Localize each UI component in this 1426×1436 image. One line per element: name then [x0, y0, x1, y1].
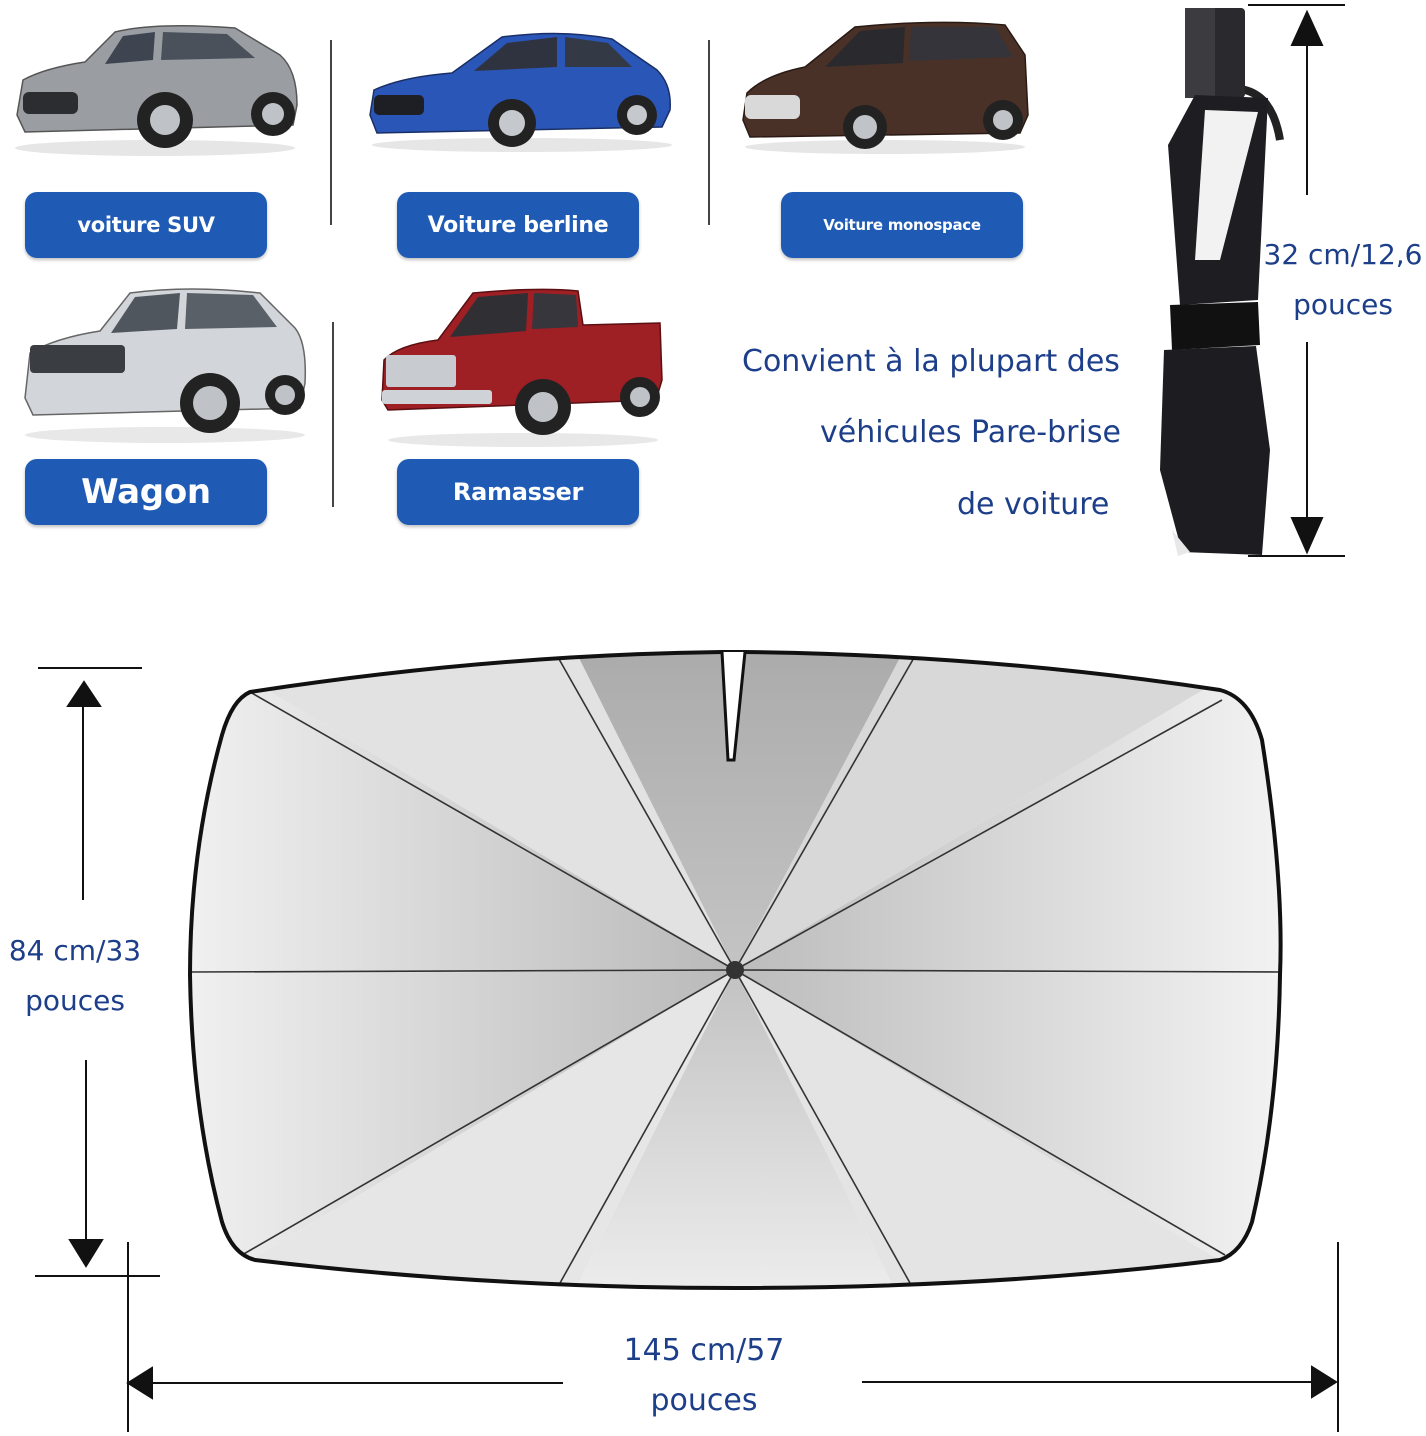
- folded-size-label: 32 cm/12,6 pouces: [1258, 230, 1426, 330]
- compat-line-3: de voiture: [957, 487, 1110, 522]
- folded-size-line-2: pouces: [1293, 288, 1393, 321]
- height-size-line-1: 84 cm/33: [8, 934, 142, 967]
- compat-line-2: véhicules Pare-brise: [820, 415, 1121, 450]
- height-size-line-2: pouces: [25, 984, 125, 1017]
- width-size-line-2: pouces: [650, 1383, 758, 1418]
- folded-umbrella-image: [1150, 0, 1300, 569]
- sedan-image: [362, 15, 677, 155]
- height-dimension: [35, 667, 160, 1277]
- separator: [330, 40, 332, 225]
- mirror-notch: [720, 651, 747, 762]
- label-wagon: Wagon: [25, 459, 267, 525]
- van-image: [735, 15, 1035, 155]
- separator: [332, 322, 334, 507]
- wagon-image: [15, 283, 310, 448]
- pickup-image: [378, 285, 668, 450]
- label-ramasser: Ramasser: [397, 459, 639, 525]
- compat-line-1: Convient à la plupart des: [742, 344, 1120, 379]
- width-size-line-1: 145 cm/57: [623, 1333, 785, 1368]
- label-monospace: Voiture monospace: [781, 192, 1023, 258]
- shade-outline: [187, 650, 1283, 1291]
- height-size-label: 84 cm/33 pouces: [0, 926, 150, 1026]
- label-suv: voiture SUV: [25, 192, 267, 258]
- label-berline: Voiture berline: [397, 192, 639, 258]
- folded-size-line-1: 32 cm/12,6: [1263, 238, 1423, 271]
- shade-panels: [190, 652, 1281, 1288]
- suv-image: [5, 10, 305, 160]
- folded-height-dimension: [1248, 4, 1345, 557]
- width-dimension: [126, 1242, 1339, 1432]
- separator: [708, 40, 710, 225]
- width-size-label: 145 cm/57 pouces: [604, 1326, 804, 1426]
- center-hub: [726, 961, 744, 979]
